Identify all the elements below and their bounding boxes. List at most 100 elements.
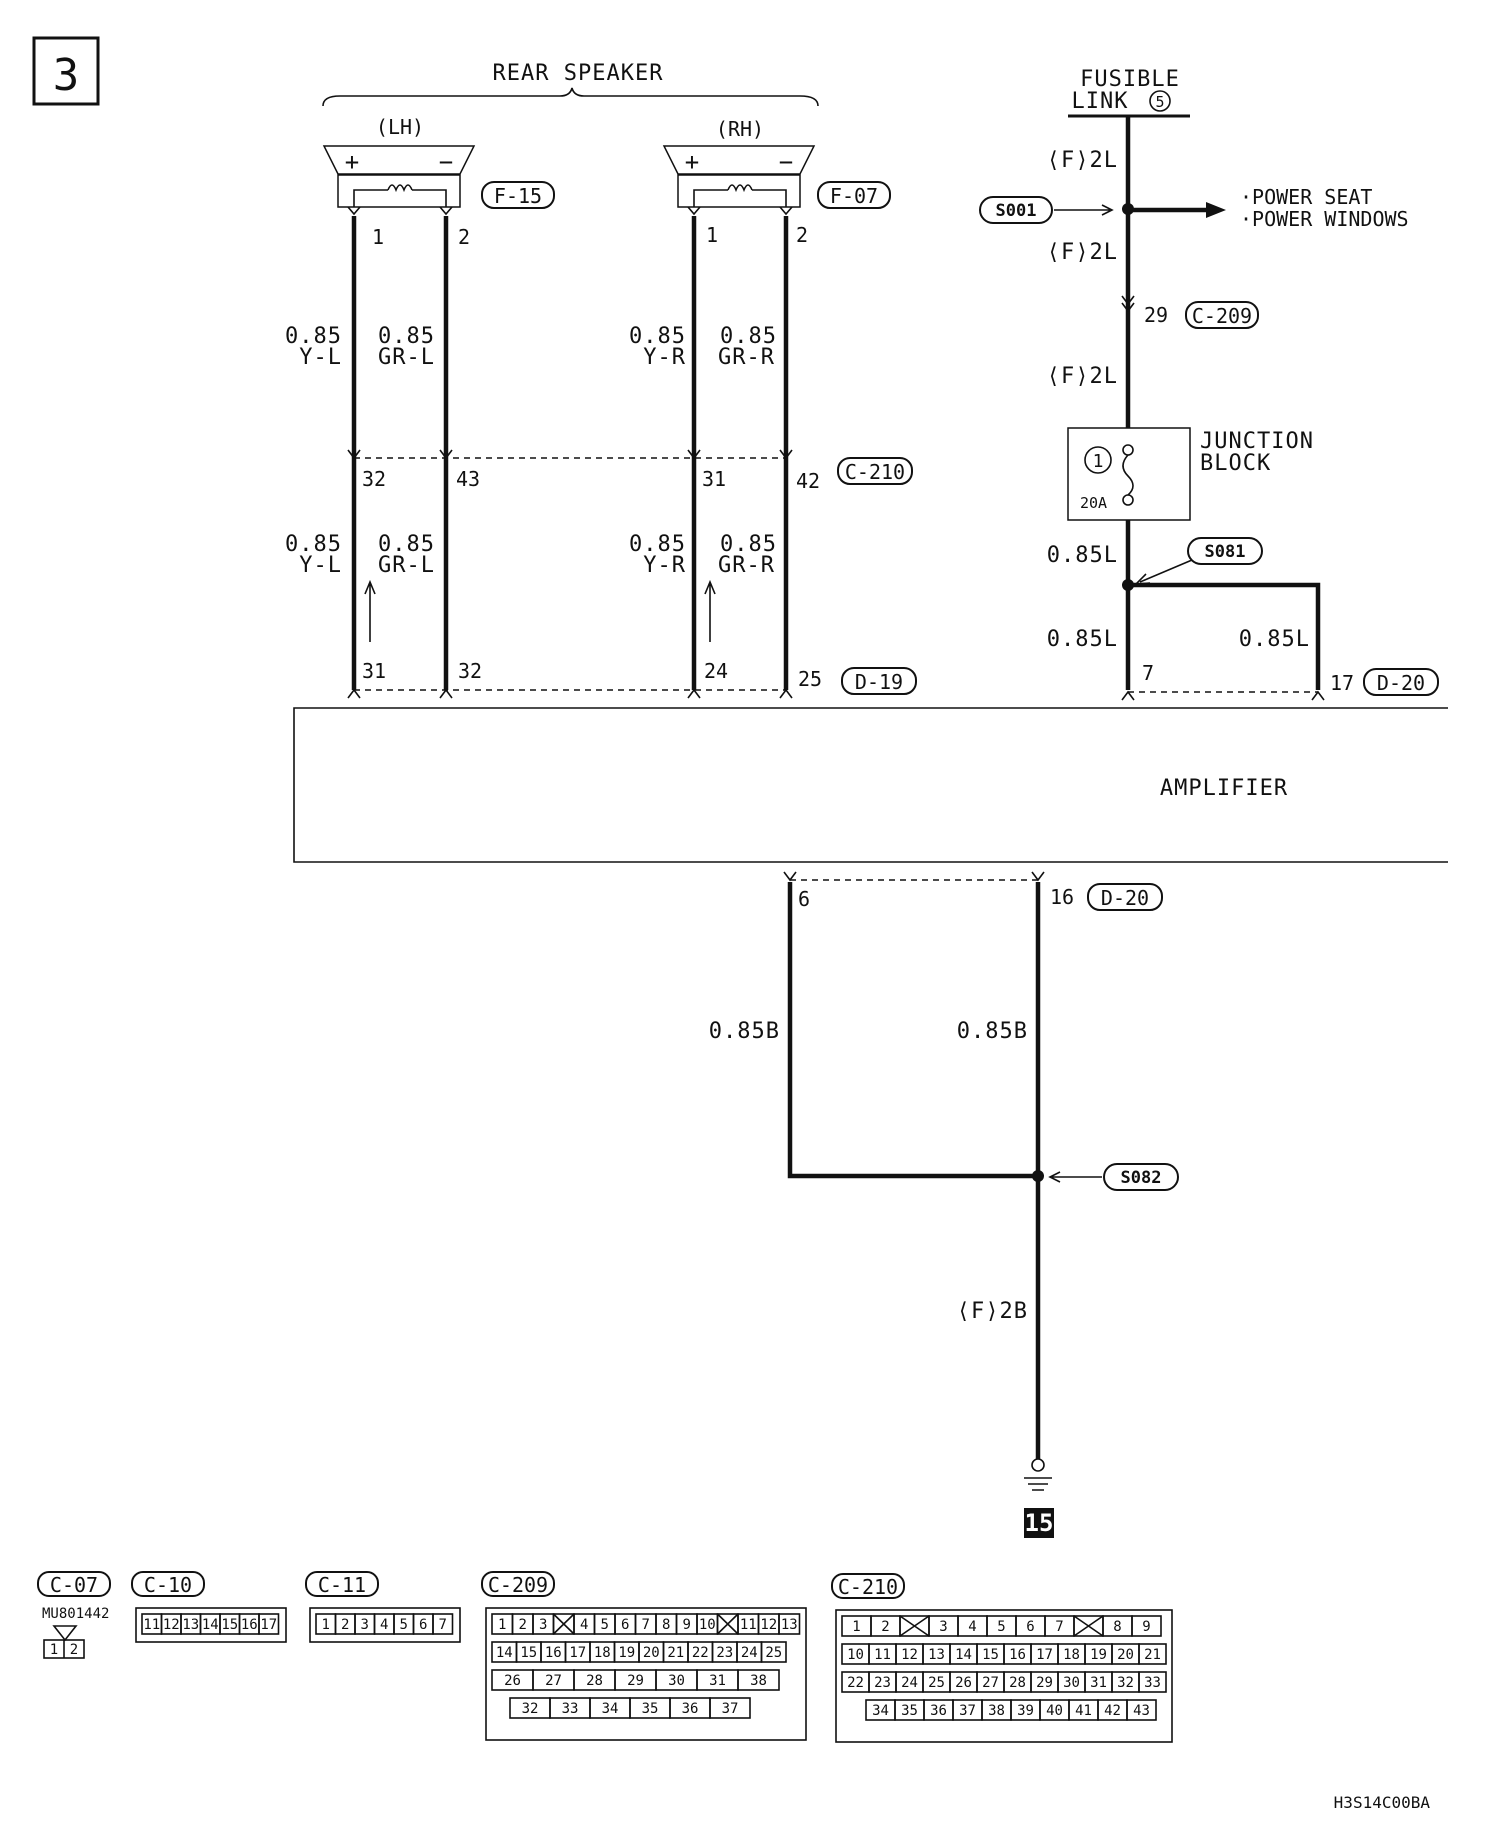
connector-pin-number: 22 xyxy=(847,1675,864,1691)
rear-speaker-title: REAR SPEAKER xyxy=(493,61,664,86)
connector-pin-number: 17 xyxy=(1036,1647,1053,1663)
power-target-seat: ·POWER SEAT xyxy=(1240,185,1372,209)
page-number: 3 xyxy=(53,50,80,101)
d20-lower-connector-tag xyxy=(1087,883,1163,911)
svg-text:2: 2 xyxy=(70,1642,78,1658)
s081-label: S081 xyxy=(1205,542,1246,562)
connector-pin-number: 38 xyxy=(988,1703,1005,1719)
connector-pin-number: 34 xyxy=(872,1703,889,1719)
connector-pin-number: 6 xyxy=(1026,1619,1034,1635)
connector-pin-number: 3 xyxy=(939,1619,947,1635)
wire-label-085l-1: 0.85L xyxy=(1047,543,1118,568)
wire-label-f2l-1: ⟨F⟩2L xyxy=(1047,148,1118,173)
ground-point-number: 15 xyxy=(1025,1509,1054,1537)
connector-pin-number: 34 xyxy=(602,1701,619,1717)
connector-pin-number: 5 xyxy=(997,1619,1005,1635)
lh-minus: − xyxy=(439,148,453,176)
d19-label: D-19 xyxy=(855,670,903,694)
connector-pin-number: 12 xyxy=(163,1617,180,1633)
pin-d19-24: 24 xyxy=(704,659,728,683)
f07-label: F-07 xyxy=(830,184,878,208)
svg-text:0.85: 0.85 xyxy=(378,532,435,557)
connector-pin-number: 27 xyxy=(545,1673,562,1689)
pin-c210-31: 31 xyxy=(702,467,726,491)
s082-label: S082 xyxy=(1121,1168,1162,1188)
connector-cavity xyxy=(258,1613,280,1635)
ground-symbol xyxy=(1024,1477,1052,1491)
fuse-element xyxy=(1122,454,1134,496)
connector-pin-number: 37 xyxy=(959,1703,976,1719)
connector-pin-number: 21 xyxy=(1144,1647,1161,1663)
pin-c210-42: 42 xyxy=(796,469,820,493)
connector-pin-number: 29 xyxy=(1036,1675,1053,1691)
svg-text:C-07: C-07 xyxy=(50,1573,98,1597)
svg-text:Y-R: Y-R xyxy=(643,345,686,370)
s082-tag xyxy=(1103,1163,1179,1191)
connector-pin-number: 33 xyxy=(562,1701,579,1717)
power-target-windows: ·POWER WINDOWS xyxy=(1240,207,1409,231)
page-number-box xyxy=(32,36,100,106)
connector-cavity xyxy=(1126,1699,1157,1721)
connector-pin-number: 33 xyxy=(1144,1675,1161,1691)
connector-pin-number: 28 xyxy=(586,1673,603,1689)
connector-pin-number: 35 xyxy=(642,1701,659,1717)
d19-pin-marks xyxy=(347,688,793,699)
connector-pin-number: 13 xyxy=(781,1617,798,1633)
lower-wire-labels: 0.85 Y-L 0.85 GR-L 0.85 Y-R 0.85 GR-R xyxy=(285,532,776,578)
speaker-lh: + − xyxy=(322,145,476,216)
connector-pin-number: 36 xyxy=(682,1701,699,1717)
connector-pin-number: 13 xyxy=(928,1647,945,1663)
connector-pin-number: 10 xyxy=(847,1647,864,1663)
connector-cavity-blank xyxy=(552,1613,575,1635)
connector-pin-number: 2 xyxy=(519,1617,527,1633)
c210-connector-tag xyxy=(837,457,913,485)
d19-connector-tag xyxy=(841,667,917,695)
svg-text:GR-R: GR-R xyxy=(718,553,775,578)
fusible-link-line1: FUSIBLE xyxy=(1080,67,1180,92)
wire-ground-pin6 xyxy=(787,882,1038,1179)
connector-pin-number: 15 xyxy=(520,1645,537,1661)
speaker-rh: + − xyxy=(662,145,816,216)
svg-text:GR-L: GR-L xyxy=(378,553,435,578)
connector-cavity-blank xyxy=(716,1613,739,1635)
svg-text:C-10: C-10 xyxy=(144,1573,192,1597)
svg-text:0.85: 0.85 xyxy=(720,324,777,349)
pin-d19-31: 31 xyxy=(362,659,386,683)
connector-pin-number: 31 xyxy=(1090,1675,1107,1691)
connector-pin-number: 14 xyxy=(202,1617,219,1633)
s001-pointer xyxy=(1054,204,1114,216)
fusible-link-line2: LINK xyxy=(1072,89,1129,114)
pin-d20-17: 17 xyxy=(1330,671,1354,695)
wire-label-085l-3: 0.85L xyxy=(1239,627,1310,652)
pin-d19-32: 32 xyxy=(458,659,482,683)
s081-pointer xyxy=(1133,559,1193,585)
connector-pin-number: 32 xyxy=(522,1701,539,1717)
connector-pin-number: 42 xyxy=(1104,1703,1121,1719)
c209-connector-tag xyxy=(1185,301,1259,329)
connector-pin-number: 17 xyxy=(569,1645,586,1661)
lh-plus: + xyxy=(345,148,359,176)
connector-pin-number: 1 xyxy=(322,1617,330,1633)
d20-lower-label: D-20 xyxy=(1101,886,1149,910)
d20-upper-label: D-20 xyxy=(1377,671,1425,695)
svg-text:GR-L: GR-L xyxy=(378,345,435,370)
connector-pin-number: 31 xyxy=(709,1673,726,1689)
svg-text:0.85: 0.85 xyxy=(285,324,342,349)
d20-upper-pin-marks xyxy=(1121,690,1325,701)
connector-pin-number: 35 xyxy=(901,1703,918,1719)
connector-cavity xyxy=(760,1641,787,1663)
connector-pin-number: 23 xyxy=(716,1645,733,1661)
connector-pin-number: 9 xyxy=(1142,1619,1150,1635)
connector-pin-number: 5 xyxy=(400,1617,408,1633)
connector-pin-number: 12 xyxy=(760,1617,777,1633)
c07-connector-view: C-07 MU801442 1 2 xyxy=(37,1571,111,1659)
connector-pin-number: 11 xyxy=(874,1647,891,1663)
svg-text:0.85: 0.85 xyxy=(629,532,686,557)
fuse-terminal-bottom xyxy=(1122,494,1134,506)
d20-upper-connector-tag xyxy=(1363,668,1439,696)
